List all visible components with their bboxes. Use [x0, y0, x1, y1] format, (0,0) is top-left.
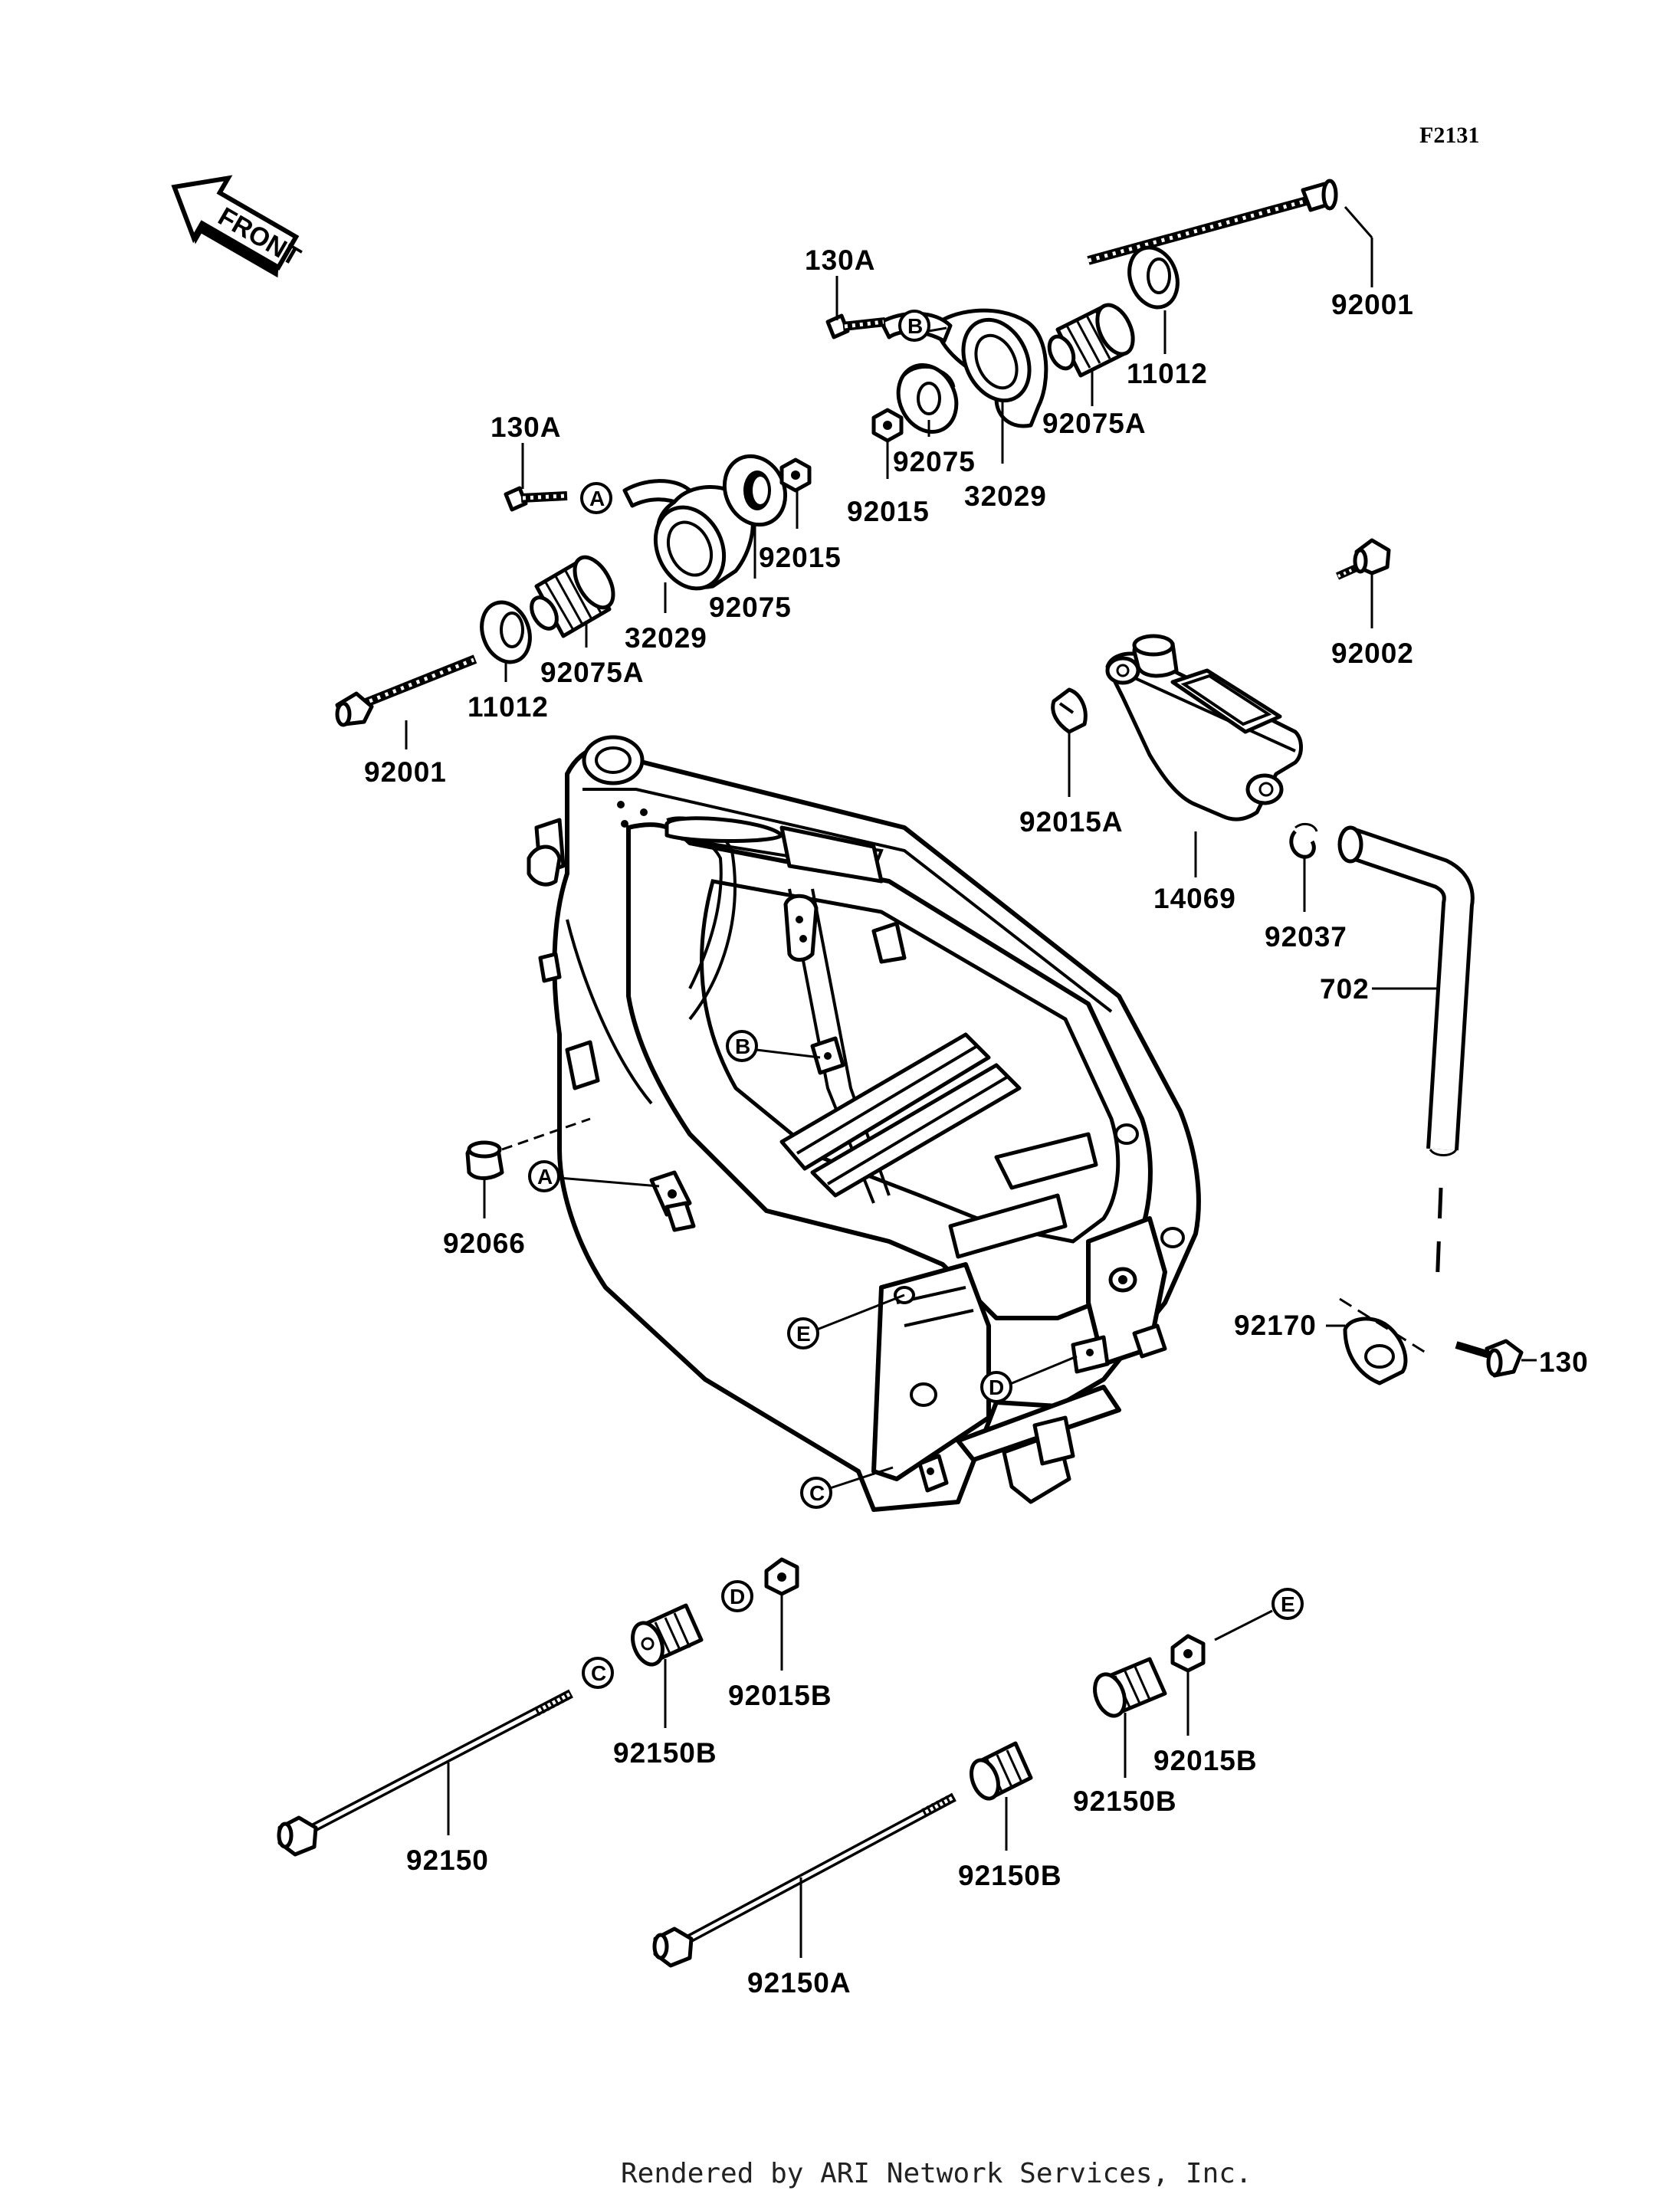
hose-702 — [1337, 825, 1475, 1156]
nut-92015-right — [871, 408, 904, 443]
nut-92015B-b — [1170, 1634, 1206, 1673]
label-14069: 14069 — [1153, 883, 1236, 914]
bolt-92002 — [1335, 538, 1391, 580]
footer-credit: Rendered by ARI Network Services, Inc. — [621, 2158, 1252, 2189]
spacer-92150B-c — [970, 1741, 1033, 1801]
ref-D-bottom: D — [721, 1580, 753, 1612]
rubber-92075-left — [722, 454, 788, 527]
svg-text:E: E — [1281, 1592, 1295, 1616]
label-92015B-a: 92015B — [728, 1680, 832, 1711]
svg-text:B: B — [907, 314, 923, 338]
ref-A-frame: A — [528, 1160, 660, 1192]
label-92170: 92170 — [1234, 1310, 1317, 1341]
label-92001-left: 92001 — [364, 756, 447, 788]
nut-92015B-a — [764, 1557, 799, 1596]
ref-B-frame: B — [726, 1030, 821, 1062]
ref-B-top: B — [898, 310, 930, 342]
label-92075A-right: 92075A — [1042, 408, 1147, 439]
collar-92075A-right — [1047, 303, 1135, 378]
label-92037: 92037 — [1265, 921, 1347, 953]
bolt-92001-right — [1087, 179, 1338, 265]
rubber-92075-right — [896, 362, 959, 434]
figure-id: F2131 — [1419, 123, 1479, 148]
bolt-130 — [1455, 1339, 1524, 1378]
svg-text:D: D — [989, 1376, 1004, 1399]
ref-A-top: A — [580, 482, 612, 514]
svg-text:E: E — [796, 1322, 811, 1346]
label-11012-left: 11012 — [468, 691, 549, 723]
label-32029-left: 32029 — [625, 622, 707, 654]
label-92150B-c: 92150B — [958, 1860, 1062, 1891]
label-130A-right: 130A — [805, 244, 875, 276]
nut-92015-left — [779, 457, 812, 493]
front-arrow-icon: FRONT — [171, 175, 306, 278]
upper-right-mount-group: B — [825, 179, 1338, 443]
svg-text:A: A — [537, 1165, 553, 1189]
bolt-92150A — [652, 1792, 956, 1968]
ref-C-frame: C — [800, 1466, 894, 1509]
ref-E-frame: E — [787, 1294, 905, 1349]
label-92015-left: 92015 — [759, 542, 842, 573]
ref-D-frame: D — [980, 1355, 1078, 1403]
collar-92075A-left — [530, 555, 615, 638]
ref-E-bottom: E — [1214, 1588, 1304, 1641]
spacer-92150B-b — [1093, 1657, 1167, 1718]
bolt-92001-left — [335, 654, 477, 727]
lower-bolts-group: D C E — [277, 1557, 1304, 1968]
label-92001-right: 92001 — [1331, 289, 1414, 320]
svg-text:C: C — [809, 1481, 825, 1505]
label-92150A: 92150A — [747, 1967, 851, 1999]
plug-92066 — [465, 1117, 591, 1180]
reservoir-group — [1051, 538, 1475, 1288]
bolt-92150 — [277, 1689, 573, 1857]
svg-text:C: C — [591, 1661, 606, 1685]
label-92015A: 92015A — [1019, 806, 1124, 838]
spacer-92150B-a — [631, 1603, 704, 1667]
bracket-32029-right — [879, 308, 1048, 428]
clip-92037 — [1289, 822, 1318, 859]
part-number-labels: 130A 92001 11012 92075A 92075 32029 9201… — [364, 244, 1589, 1999]
label-92075-left: 92075 — [709, 592, 792, 623]
label-92150B-b: 92150B — [1073, 1785, 1177, 1817]
bolt-130A-left — [504, 486, 568, 512]
label-92075-right: 92075 — [893, 446, 976, 477]
upper-left-mount-group: A — [335, 454, 812, 727]
label-11012-right: 11012 — [1127, 358, 1208, 389]
label-92002: 92002 — [1331, 638, 1414, 669]
tank-14069 — [1105, 634, 1303, 821]
leader-lines — [405, 206, 1537, 1958]
svg-text:B: B — [735, 1035, 750, 1058]
label-32029-right: 32029 — [964, 480, 1047, 512]
label-92015B-b: 92015B — [1153, 1745, 1258, 1776]
svg-text:D: D — [730, 1585, 745, 1608]
ref-C-bottom: C — [582, 1657, 614, 1689]
label-92150B-a: 92150B — [613, 1737, 717, 1769]
label-92075A-left: 92075A — [540, 657, 645, 688]
svg-text:A: A — [589, 487, 605, 510]
main-frame — [527, 735, 1201, 1512]
bracket-32029-left — [622, 479, 755, 591]
label-130A-left: 130A — [491, 412, 561, 443]
label-130: 130 — [1539, 1346, 1589, 1378]
clamp-92170 — [1343, 1317, 1408, 1385]
label-92015-right: 92015 — [847, 496, 930, 527]
label-92066: 92066 — [443, 1228, 526, 1259]
label-92150: 92150 — [406, 1844, 489, 1876]
grommet-92015A — [1051, 687, 1088, 734]
label-702: 702 — [1320, 973, 1370, 1005]
